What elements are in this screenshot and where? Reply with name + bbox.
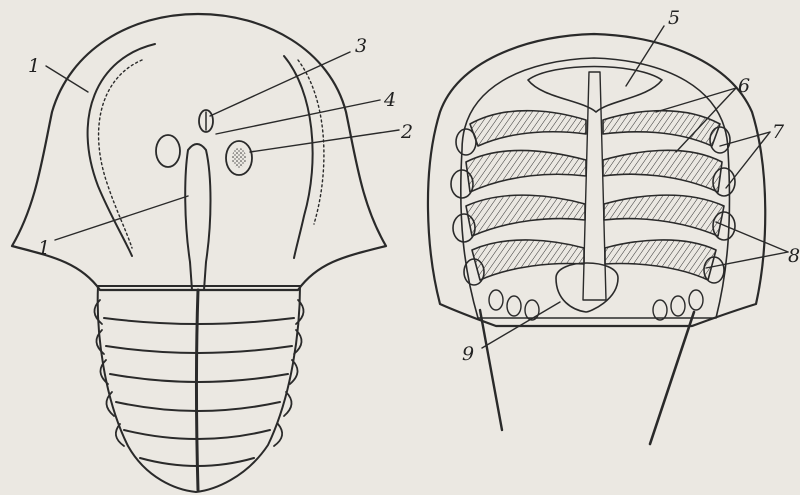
chilaria bbox=[556, 263, 618, 312]
spine-right bbox=[650, 312, 694, 444]
dorsal-leader-lines bbox=[46, 52, 399, 240]
label-7: 7 bbox=[772, 121, 785, 143]
dorsal-view: 1 1 2 3 4 bbox=[12, 14, 413, 492]
lateral-eye-left bbox=[156, 135, 180, 167]
dorsal-abdomen bbox=[98, 286, 300, 492]
label-3: 3 bbox=[355, 35, 367, 57]
label-8: 8 bbox=[788, 245, 800, 267]
gill-tufts bbox=[489, 290, 703, 320]
mouth-lobe bbox=[528, 67, 662, 113]
median-ridge bbox=[185, 144, 210, 290]
lateral-eye-right-inner bbox=[232, 148, 246, 168]
abdomen-segments bbox=[104, 318, 294, 466]
label-1-top: 1 bbox=[28, 55, 40, 77]
label-4: 4 bbox=[383, 89, 396, 111]
ventral-view: 5 6 7 8 9 bbox=[428, 7, 800, 444]
label-5: 5 bbox=[668, 7, 680, 29]
walking-legs bbox=[466, 111, 724, 280]
label-6: 6 bbox=[738, 75, 750, 97]
median-keel bbox=[197, 290, 199, 490]
lateral-ridge-left bbox=[88, 44, 155, 256]
lateral-ridge-left-inner bbox=[99, 60, 142, 248]
abdomen-side-lobes bbox=[94, 300, 303, 446]
dorsal-prosoma bbox=[12, 14, 386, 290]
label-1-bottom: 1 bbox=[38, 237, 50, 259]
appendage-cavity bbox=[461, 58, 730, 318]
label-2: 2 bbox=[400, 121, 413, 143]
lateral-ridge-right bbox=[284, 56, 313, 258]
label-9: 9 bbox=[462, 343, 474, 365]
spine-left bbox=[480, 310, 502, 430]
